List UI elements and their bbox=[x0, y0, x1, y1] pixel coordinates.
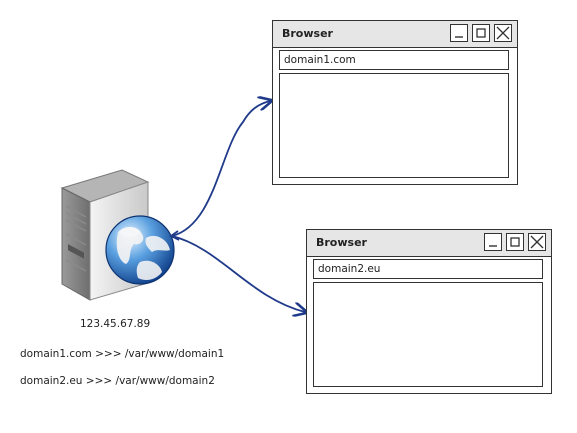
close-button[interactable] bbox=[494, 24, 512, 42]
close-icon bbox=[496, 26, 510, 40]
browser-titlebar: Browser bbox=[307, 230, 551, 257]
minimize-button[interactable] bbox=[450, 24, 468, 42]
arrow-tail-icon bbox=[169, 230, 180, 241]
browser-viewport bbox=[313, 282, 543, 387]
vhost-mapping-domain1: domain1.com >>> /var/www/domain1 bbox=[20, 348, 225, 360]
browser-titlebar: Browser bbox=[273, 21, 517, 48]
close-button[interactable] bbox=[528, 233, 546, 251]
minimize-button[interactable] bbox=[484, 233, 502, 251]
vhost-mapping-domain2: domain2.eu >>> /var/www/domain2 bbox=[20, 375, 215, 387]
browser-window-2: Browser domain2.eu bbox=[306, 229, 552, 394]
maximize-icon bbox=[476, 28, 486, 38]
minimize-icon bbox=[489, 245, 497, 247]
maximize-button[interactable] bbox=[472, 24, 490, 42]
address-bar[interactable]: domain1.com bbox=[279, 50, 509, 70]
browser-window-1: Browser domain1.com bbox=[272, 20, 518, 185]
address-bar[interactable]: domain2.eu bbox=[313, 259, 543, 279]
globe-icon bbox=[105, 215, 175, 285]
connection-arrow-domain2 bbox=[171, 235, 305, 312]
browser-title: Browser bbox=[316, 236, 367, 249]
browser-viewport bbox=[279, 73, 509, 178]
connection-arrow-domain1 bbox=[171, 101, 270, 237]
server-ip-label: 123.45.67.89 bbox=[80, 318, 151, 330]
browser-title: Browser bbox=[282, 27, 333, 40]
maximize-button[interactable] bbox=[506, 233, 524, 251]
close-icon bbox=[530, 235, 544, 249]
minimize-icon bbox=[455, 36, 463, 38]
maximize-icon bbox=[510, 237, 520, 247]
